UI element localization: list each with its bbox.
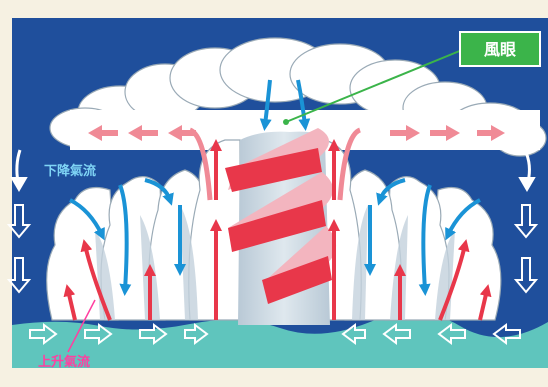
eye-label: 風眼: [484, 40, 516, 59]
updraft-label: 上升氣流: [38, 354, 90, 370]
downdraft-label: 下降氣流: [44, 163, 96, 179]
eye-marker: [283, 119, 289, 125]
